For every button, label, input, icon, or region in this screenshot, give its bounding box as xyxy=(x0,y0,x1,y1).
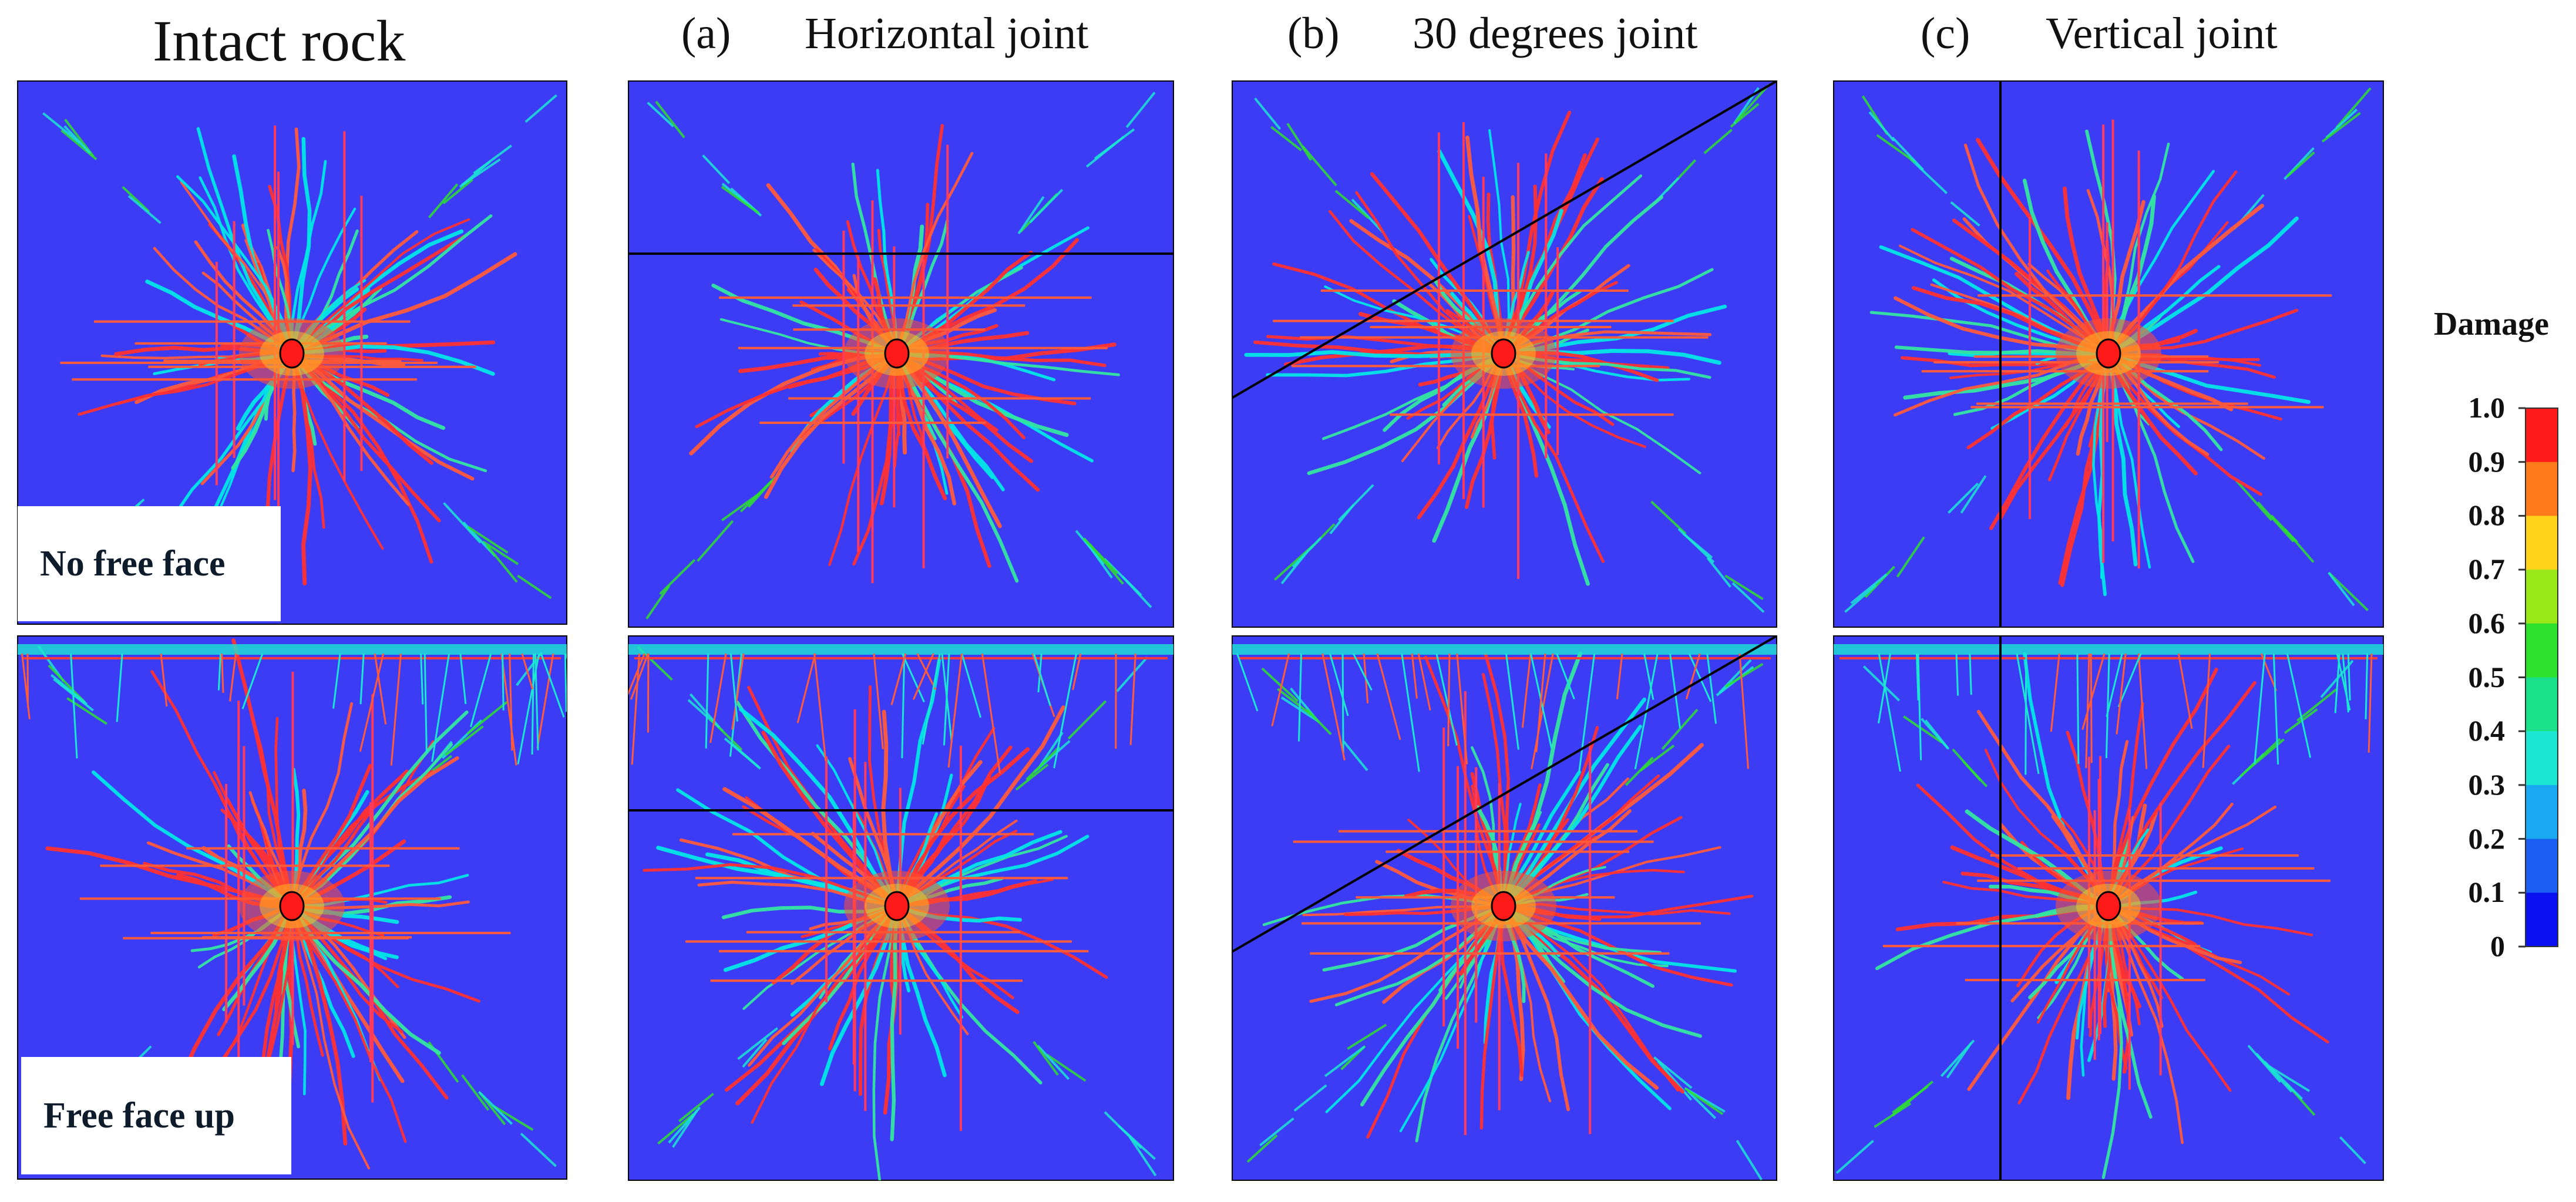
damage-colorbar xyxy=(2518,407,2558,948)
colorbar-segment xyxy=(2525,516,2558,570)
legend-tick-label: 1.0 xyxy=(2468,391,2506,424)
panel-vertical-free-face-up xyxy=(1833,635,2384,1181)
legend-tick-label: 0.3 xyxy=(2468,767,2506,801)
legend-tick-label: 0.6 xyxy=(2468,606,2506,639)
colorbar-segment xyxy=(2525,893,2558,947)
title-intact-rock: Intact rock xyxy=(153,8,406,73)
legend-tick-label: 0.7 xyxy=(2468,553,2506,586)
legend-tick-label: 0.5 xyxy=(2468,660,2506,693)
panel-30deg-no-free-face xyxy=(1232,80,1777,628)
label-free-face-up: Free face up xyxy=(21,1057,291,1174)
legend-tick-label: 0.1 xyxy=(2468,876,2506,909)
legend-tick-label: 0.4 xyxy=(2468,714,2506,748)
colorbar-segment xyxy=(2525,462,2558,516)
legend-tick-label: 0.2 xyxy=(2468,821,2506,855)
colorbar-segment xyxy=(2525,408,2558,463)
colorbar-segment xyxy=(2525,731,2558,786)
label-no-free-face: No free face xyxy=(18,506,281,621)
colorbar-segment xyxy=(2525,839,2558,893)
colorbar-segment xyxy=(2525,623,2558,678)
colorbar-segment xyxy=(2525,570,2558,624)
tag-c: (c) xyxy=(1921,9,1970,58)
panel-horizontal-no-free-face xyxy=(628,80,1174,628)
title-vertical-joint: Vertical joint xyxy=(2046,9,2278,58)
title-30-degrees-joint: 30 degrees joint xyxy=(1413,9,1698,58)
tag-b: (b) xyxy=(1287,9,1340,58)
legend-tick-label: 0 xyxy=(2490,930,2505,962)
panel-30deg-free-face-up xyxy=(1232,635,1777,1181)
legend-tick-label: 0.8 xyxy=(2468,499,2506,532)
panel-vertical-no-free-face xyxy=(1833,80,2384,628)
legend-tick-label: 0.9 xyxy=(2468,445,2506,478)
tag-a: (a) xyxy=(681,9,731,58)
panel-horizontal-free-face-up xyxy=(628,635,1174,1181)
title-horizontal-joint: Horizontal joint xyxy=(805,9,1089,58)
colorbar-segment xyxy=(2525,677,2558,732)
colorbar-segment xyxy=(2525,785,2558,840)
legend-title: Damage xyxy=(2434,306,2549,342)
